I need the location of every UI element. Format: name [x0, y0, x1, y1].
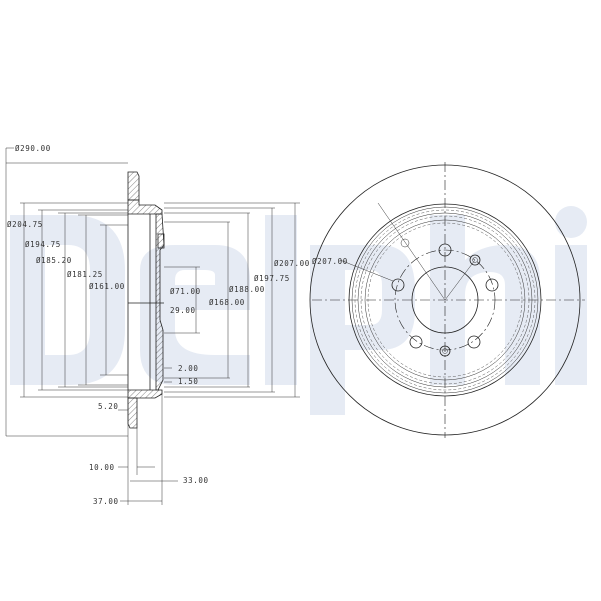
dim-161-00: Ø161.00 — [89, 282, 125, 291]
dim-181-25: Ø181.25 — [67, 270, 103, 279]
hat-top — [127, 199, 163, 215]
side-section-view: Ø290.00 Ø204.75 Ø194.75 Ø185.20 Ø181.25 … — [5, 144, 310, 506]
friction-ring-top — [127, 171, 140, 201]
dim-10-00: 10.00 — [89, 463, 115, 472]
dim-188-00: Ø188.00 — [229, 285, 265, 294]
friction-ring-bottom — [127, 397, 138, 429]
disc-outer-edge — [309, 164, 581, 436]
locating-hole — [469, 254, 481, 266]
bolt-hole — [485, 278, 499, 292]
dim-5-20: 5.20 — [98, 402, 118, 411]
dim-197-75: Ø197.75 — [254, 274, 290, 283]
dim-outer-diameter: Ø290.00 — [15, 144, 51, 153]
dim-71-00: Ø71.00 — [170, 287, 201, 296]
center-bore — [411, 266, 479, 334]
bolt-hole — [409, 335, 423, 349]
locating-hole — [439, 345, 451, 357]
delphi-watermark — [10, 206, 587, 415]
dim-185-20: Ø185.20 — [36, 256, 72, 265]
dim-1-50: 1.50 — [178, 377, 198, 386]
dim-168-00: Ø168.00 — [209, 298, 245, 307]
dim-204-75: Ø204.75 — [7, 220, 43, 229]
dim-hole-circle-207: Ø207.00 — [312, 257, 348, 266]
bolt-hole — [467, 335, 481, 349]
bolt-hole — [391, 278, 405, 292]
dim-33-00: 33.00 — [183, 476, 209, 485]
dim-37-00: 37.00 — [93, 497, 119, 506]
dim-194-75: Ø194.75 — [25, 240, 61, 249]
front-view: Ø207.00 — [309, 162, 585, 438]
dim-29-00: 29.00 — [170, 306, 196, 315]
hat-bottom — [127, 389, 163, 399]
bolt-hole — [438, 243, 452, 257]
dim-207-00: Ø207.00 — [274, 259, 310, 268]
dim-2-00: 2.00 — [178, 364, 198, 373]
